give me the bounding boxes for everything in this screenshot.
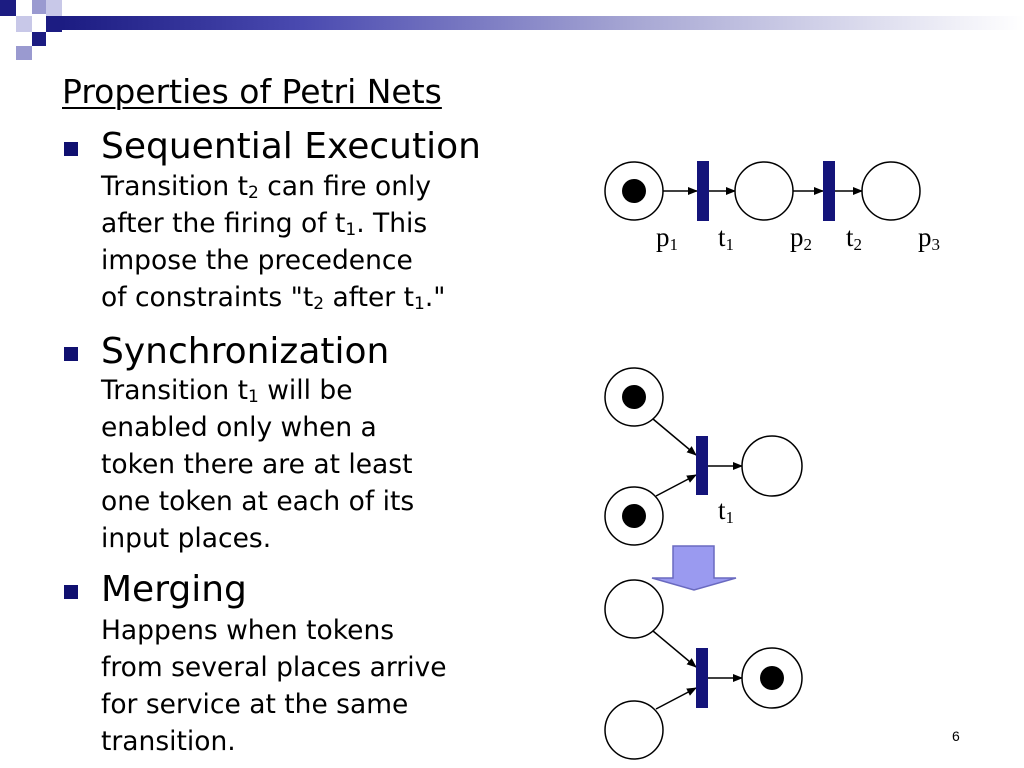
down-arrow-icon — [651, 545, 737, 591]
label-sync-t1: t1 — [718, 495, 735, 527]
transition-merge — [696, 648, 708, 708]
arc — [652, 418, 697, 456]
bullet-body-merging: Happens when tokens from several places a… — [101, 612, 447, 760]
header-gradient-bar — [62, 16, 1024, 30]
deco-square — [46, 16, 62, 32]
text-run: can fire only — [258, 171, 432, 202]
slide-title: Properties of Petri Nets — [62, 72, 442, 111]
text-run: . This — [356, 208, 428, 239]
body-line: token there are at least — [101, 446, 414, 483]
label-p3: p3 — [918, 222, 940, 254]
header-decoration — [0, 0, 1024, 60]
deco-square — [32, 0, 46, 14]
label-t2: t2 — [846, 222, 863, 254]
bullet-marker — [64, 347, 78, 361]
token — [760, 666, 784, 690]
deco-square — [46, 0, 62, 16]
arc — [655, 474, 697, 497]
text-run: token there are at least — [101, 449, 413, 480]
body-line: for service at the same — [101, 686, 447, 723]
token — [622, 385, 646, 409]
body-line: of constraints "t2 after t1." — [101, 279, 445, 316]
text-run: after t — [324, 282, 414, 313]
sequential-net — [604, 161, 921, 221]
token — [622, 179, 646, 203]
text-run: one token at each of its — [101, 486, 415, 517]
body-line: Transition t1 will be — [101, 372, 414, 409]
label-p2: p2 — [790, 222, 812, 254]
text-run: enabled only when a — [101, 412, 377, 443]
body-line: impose the precedence — [101, 242, 445, 279]
bullet-heading-merging: Merging — [101, 569, 247, 610]
text-run: transition. — [101, 726, 236, 757]
text-run: Transition t — [101, 171, 248, 202]
body-line: Transition t2 can fire only — [101, 168, 445, 205]
text-run: after the firing of t — [101, 208, 346, 239]
subscript: 1 — [414, 294, 425, 314]
text-run: of constraints "t — [101, 282, 314, 313]
synchronization-net — [604, 367, 803, 546]
text-run: input places. — [101, 523, 272, 554]
body-line: enabled only when a — [101, 409, 414, 446]
subscript: 2 — [247, 183, 259, 203]
transition-t1 — [697, 161, 709, 221]
bullet-marker — [64, 142, 78, 156]
bullet-marker — [64, 585, 78, 599]
body-line: transition. — [101, 723, 447, 760]
transition-t2 — [823, 161, 835, 221]
body-line: Happens when tokens — [101, 612, 447, 649]
input-place-bottom — [604, 700, 664, 760]
text-run: from several places arrive — [101, 652, 447, 683]
place-p2 — [734, 161, 794, 221]
body-line: from several places arrive — [101, 649, 447, 686]
body-line: after the firing of t1. This — [101, 205, 445, 242]
label-t1: t1 — [718, 222, 735, 254]
token — [622, 504, 646, 528]
text-run: impose the precedence — [101, 245, 413, 276]
bullet-heading-synchronization: Synchronization — [101, 331, 390, 372]
deco-square — [32, 32, 46, 46]
deco-square — [0, 0, 16, 16]
output-place — [741, 435, 803, 497]
text-run: ." — [424, 282, 446, 313]
subscript: 1 — [247, 387, 259, 407]
merging-net — [604, 579, 803, 760]
subscript: 2 — [313, 294, 325, 314]
subscript: 1 — [345, 220, 357, 240]
body-line: input places. — [101, 520, 414, 557]
text-run: will be — [258, 375, 353, 406]
deco-square — [16, 16, 32, 32]
label-p1: p1 — [656, 222, 678, 254]
bullet-heading-sequential: Sequential Execution — [101, 126, 481, 167]
deco-square — [16, 46, 32, 60]
text-run: Happens when tokens — [101, 615, 395, 646]
page-number: 6 — [952, 728, 960, 744]
transition-sync-t1 — [696, 436, 708, 495]
arc — [655, 687, 697, 710]
text-run: Transition t — [101, 375, 248, 406]
body-line: one token at each of its — [101, 483, 414, 520]
text-run: for service at the same — [101, 689, 409, 720]
arc — [652, 630, 697, 668]
input-place-top — [604, 579, 664, 639]
place-p3 — [861, 161, 921, 221]
